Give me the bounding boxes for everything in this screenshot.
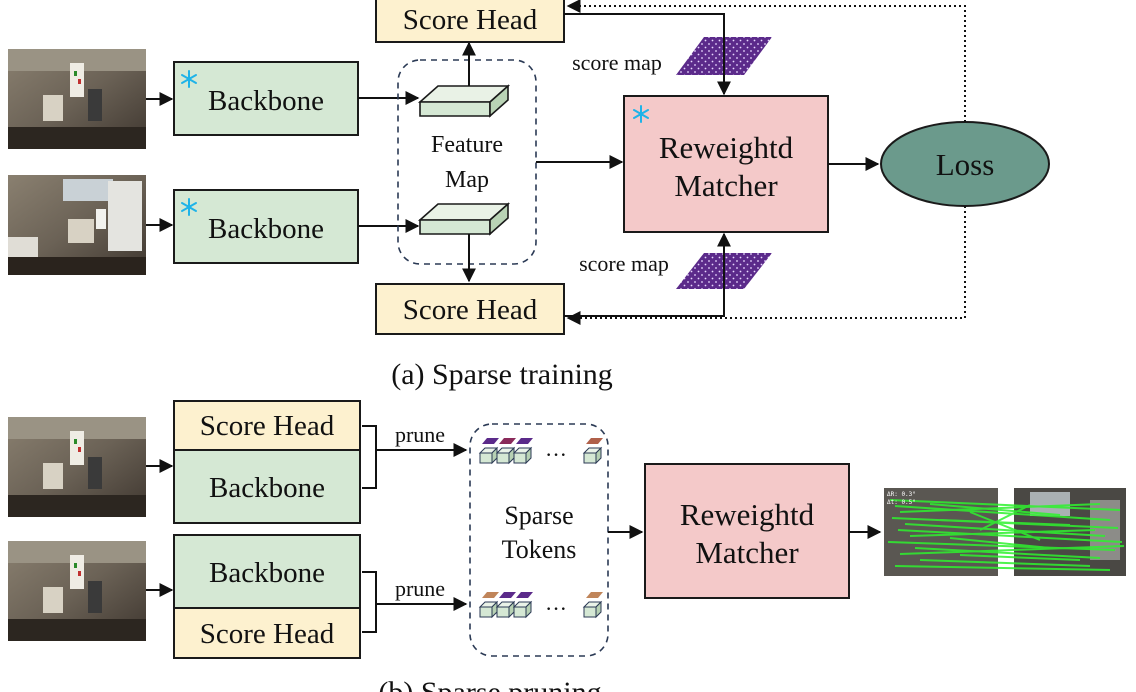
score-head-label: Score Head [403,4,538,36]
token-ellipsis: ··· [545,442,567,467]
reweighted-matcher-box [644,463,850,599]
room-image [8,541,146,641]
match-visualization: ΔR: 0.3° Δt: 0.5° [884,488,1126,576]
feature-map-label: Feature [431,132,503,158]
match-overlay-text: Δt: 0.5° [887,499,916,506]
score-map-label: score map [579,251,669,276]
score-head-label: Score Head [200,410,335,442]
match-overlay-text: ΔR: 0.3° [887,491,916,498]
backbone-box [173,189,359,264]
backbone-label: Backbone [208,213,324,245]
feature-map-slab [417,84,511,118]
score-head-box [375,0,565,43]
backbone-box [173,534,361,609]
backbone-label: Backbone [209,472,325,504]
prune-label: prune [395,422,445,447]
backbone-label: Backbone [208,85,324,117]
loss-label: Loss [936,147,995,182]
room-image [8,49,146,149]
matcher-label: Reweightd [680,497,815,532]
room-image [8,417,146,517]
sparse-tokens-group [469,423,609,657]
matcher-label: Matcher [695,535,799,570]
caption-sparse-pruning: (b) Sparse pruning [378,676,601,692]
prune-label: prune [395,576,445,601]
token-row [479,438,603,464]
backbone-label: Backbone [209,557,325,589]
feature-map-group [397,59,537,265]
feature-map-slab [417,202,511,236]
room-image [8,175,146,275]
section-sparse-training: Backbone Backbone Feature Map Score Head… [8,0,1050,391]
score-head-box [375,283,565,335]
score-head-label: Score Head [403,294,538,326]
backbone-box [173,61,359,136]
score-head-label: Score Head [200,618,335,650]
sparse-tokens-label: Sparse [504,501,573,530]
matcher-label: Reweightd [659,130,794,165]
caption-sparse-training: (a) Sparse training [391,358,613,391]
sparse-tokens-label: Tokens [502,535,577,564]
token-row [479,592,603,618]
score-head-box [173,607,361,659]
section-sparse-pruning: Score Head Backbone Backbone Score Head … [8,400,1126,692]
score-map-label: score map [572,50,662,75]
token-ellipsis: ··· [545,596,567,621]
matcher-label: Matcher [674,168,778,203]
feature-map-label: Map [445,167,489,193]
score-head-box [173,400,361,451]
backbone-box [173,449,361,524]
